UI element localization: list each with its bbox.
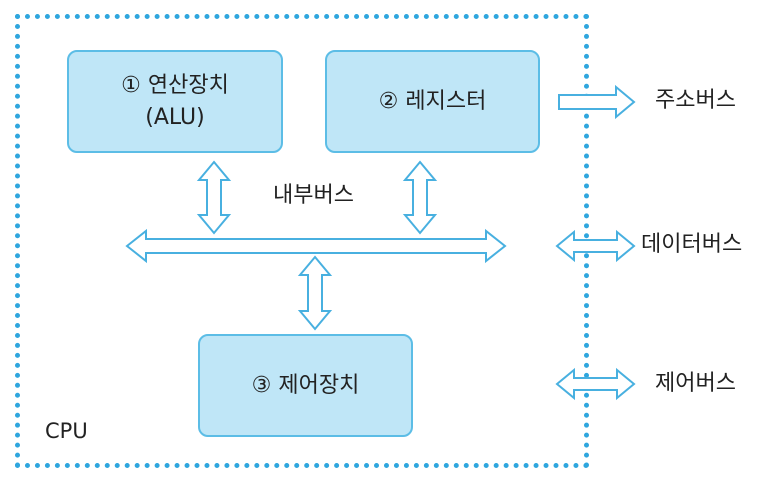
register-bus-arrow <box>402 160 438 235</box>
register-unit-label: ② 레지스터 <box>378 88 487 114</box>
data-bus-label: 데이터버스 <box>641 232 743 257</box>
address-bus-arrow <box>558 84 636 120</box>
control-unit-label: ③ 제어장치 <box>251 372 360 398</box>
control-unit-box: ③ 제어장치 <box>198 334 413 437</box>
control-bus-label: 제어버스 <box>655 371 736 396</box>
address-bus-label: 주소버스 <box>655 88 736 113</box>
internal-bus-arrow <box>125 228 507 264</box>
control-unit-bus-arrow <box>297 255 333 331</box>
internal-bus-label: 내부버스 <box>273 183 354 208</box>
cpu-label: CPU <box>45 419 88 443</box>
alu-bus-arrow <box>196 160 232 235</box>
alu-unit-box: ① 연산장치 (ALU) <box>67 50 283 153</box>
alu-unit-label: ① 연산장치 <box>121 72 229 98</box>
data-bus-arrow <box>555 229 636 263</box>
control-bus-arrow <box>555 367 636 401</box>
register-unit-box: ② 레지스터 <box>325 50 540 153</box>
alu-unit-sublabel: (ALU) <box>145 104 205 130</box>
